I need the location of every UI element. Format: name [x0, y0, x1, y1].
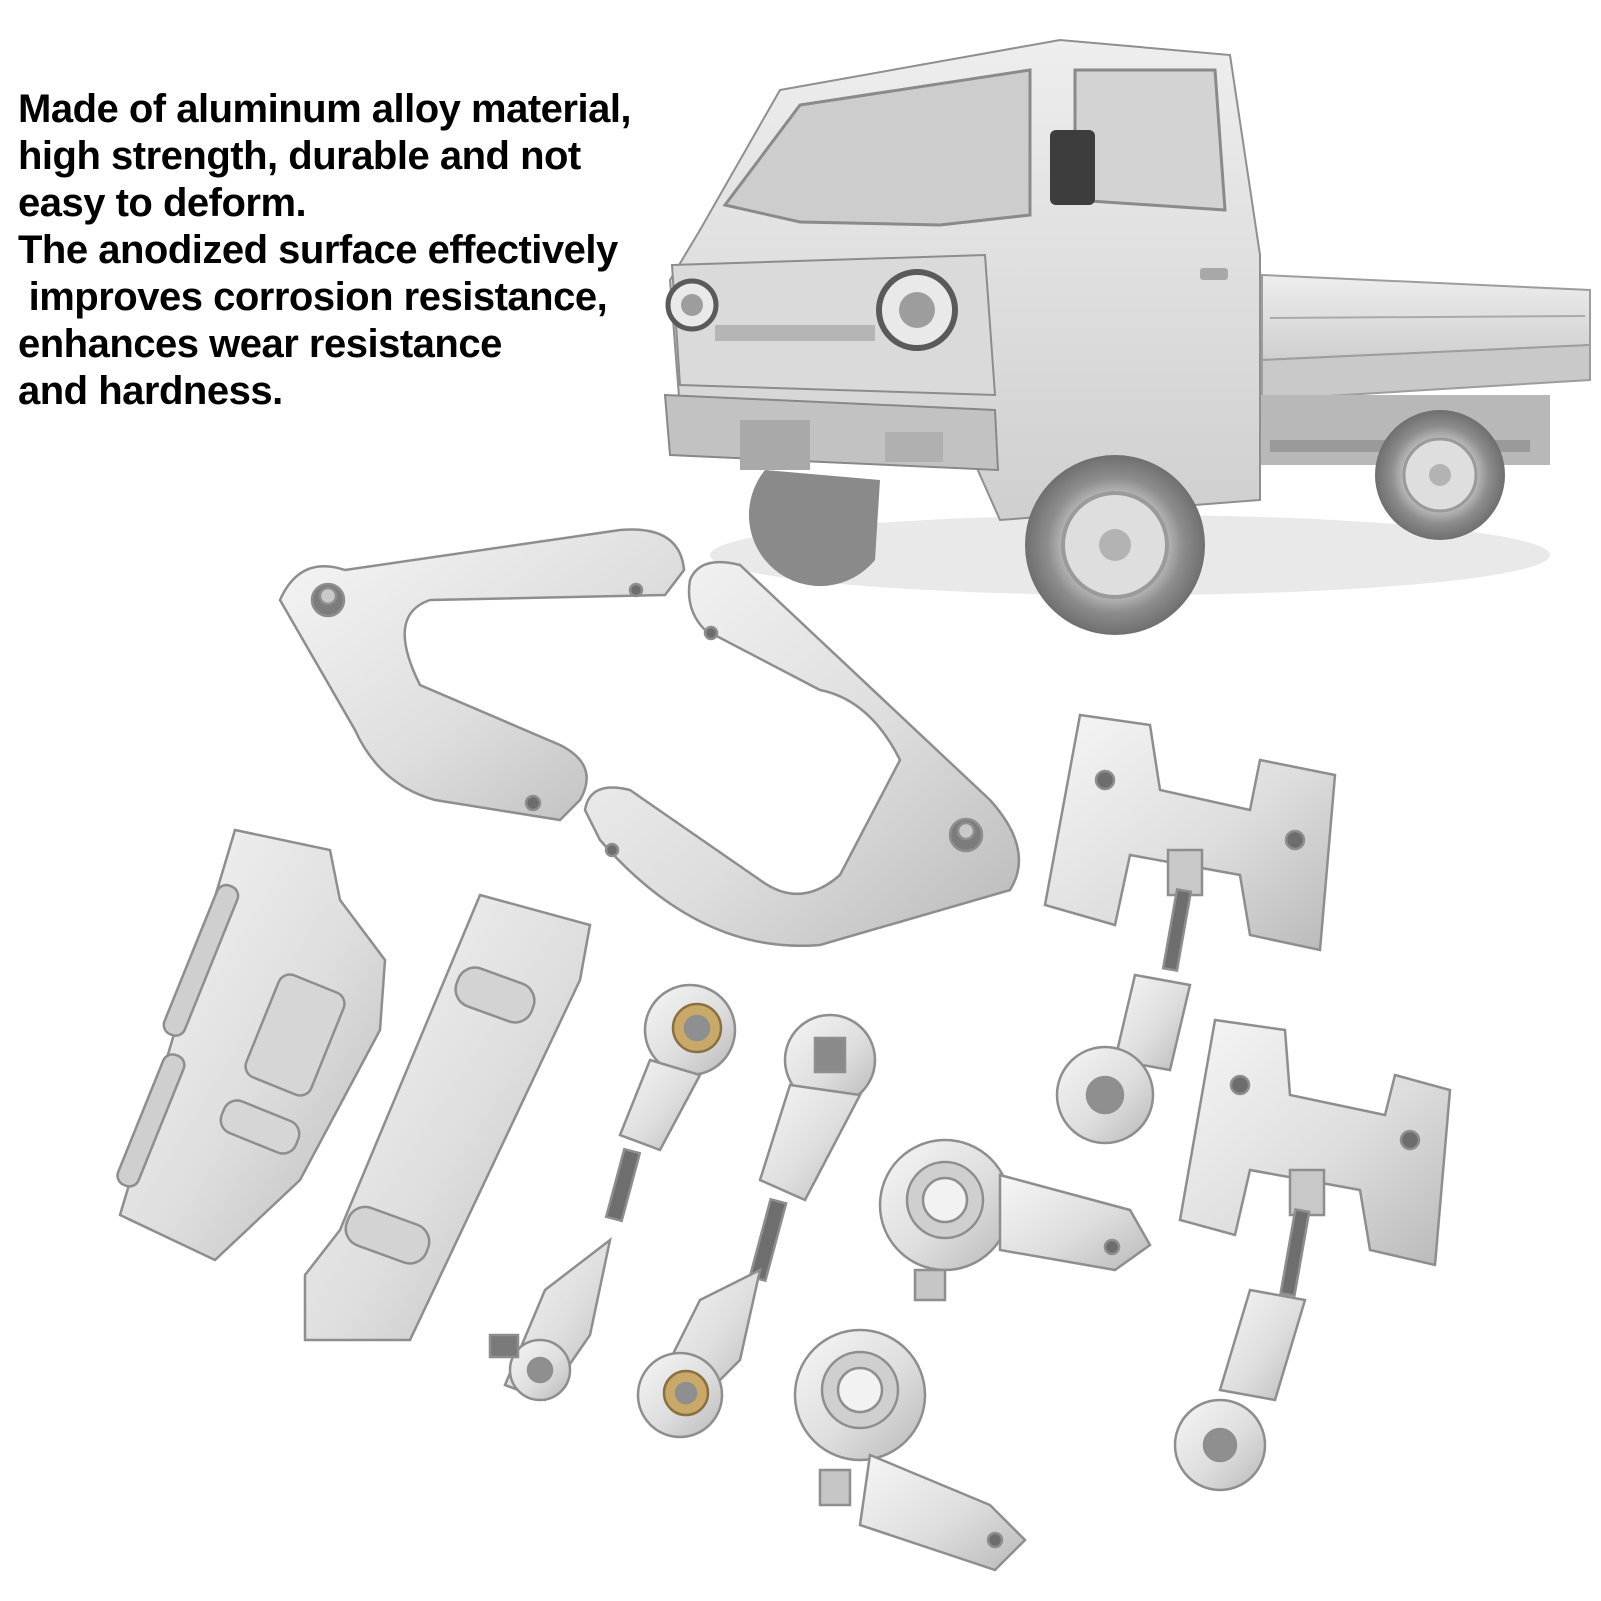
description-line-6: enhances wear resistance: [18, 322, 502, 366]
servo-mount-plate: [116, 828, 387, 1262]
tie-rod-2: [636, 1013, 877, 1439]
steering-plate: [303, 893, 592, 1342]
rc-truck-image: [663, 38, 1591, 635]
upper-bracket-left: [278, 528, 686, 822]
tie-rod-1: [488, 983, 737, 1402]
description-line-4: The anodized surface effectively: [18, 228, 618, 272]
servo-saver-mount-1: [1043, 713, 1337, 1145]
steering-cup-2: [793, 1328, 1027, 1572]
description-line-2: high strength, durable and not: [18, 134, 581, 178]
aluminum-parts-set: [116, 528, 1452, 1572]
description-line-7: and hardness.: [18, 369, 283, 413]
upper-bracket-right: [583, 560, 1021, 947]
description-line-1: Made of aluminum alloy material,: [18, 87, 632, 131]
servo-saver-mount-2: [1173, 1018, 1452, 1492]
description-line-5: improves corrosion resistance,: [18, 275, 608, 319]
description-line-3: easy to deform.: [18, 181, 307, 225]
steering-cup-1: [878, 1138, 1152, 1302]
product-description: Made of aluminum alloy material, high st…: [18, 86, 718, 415]
